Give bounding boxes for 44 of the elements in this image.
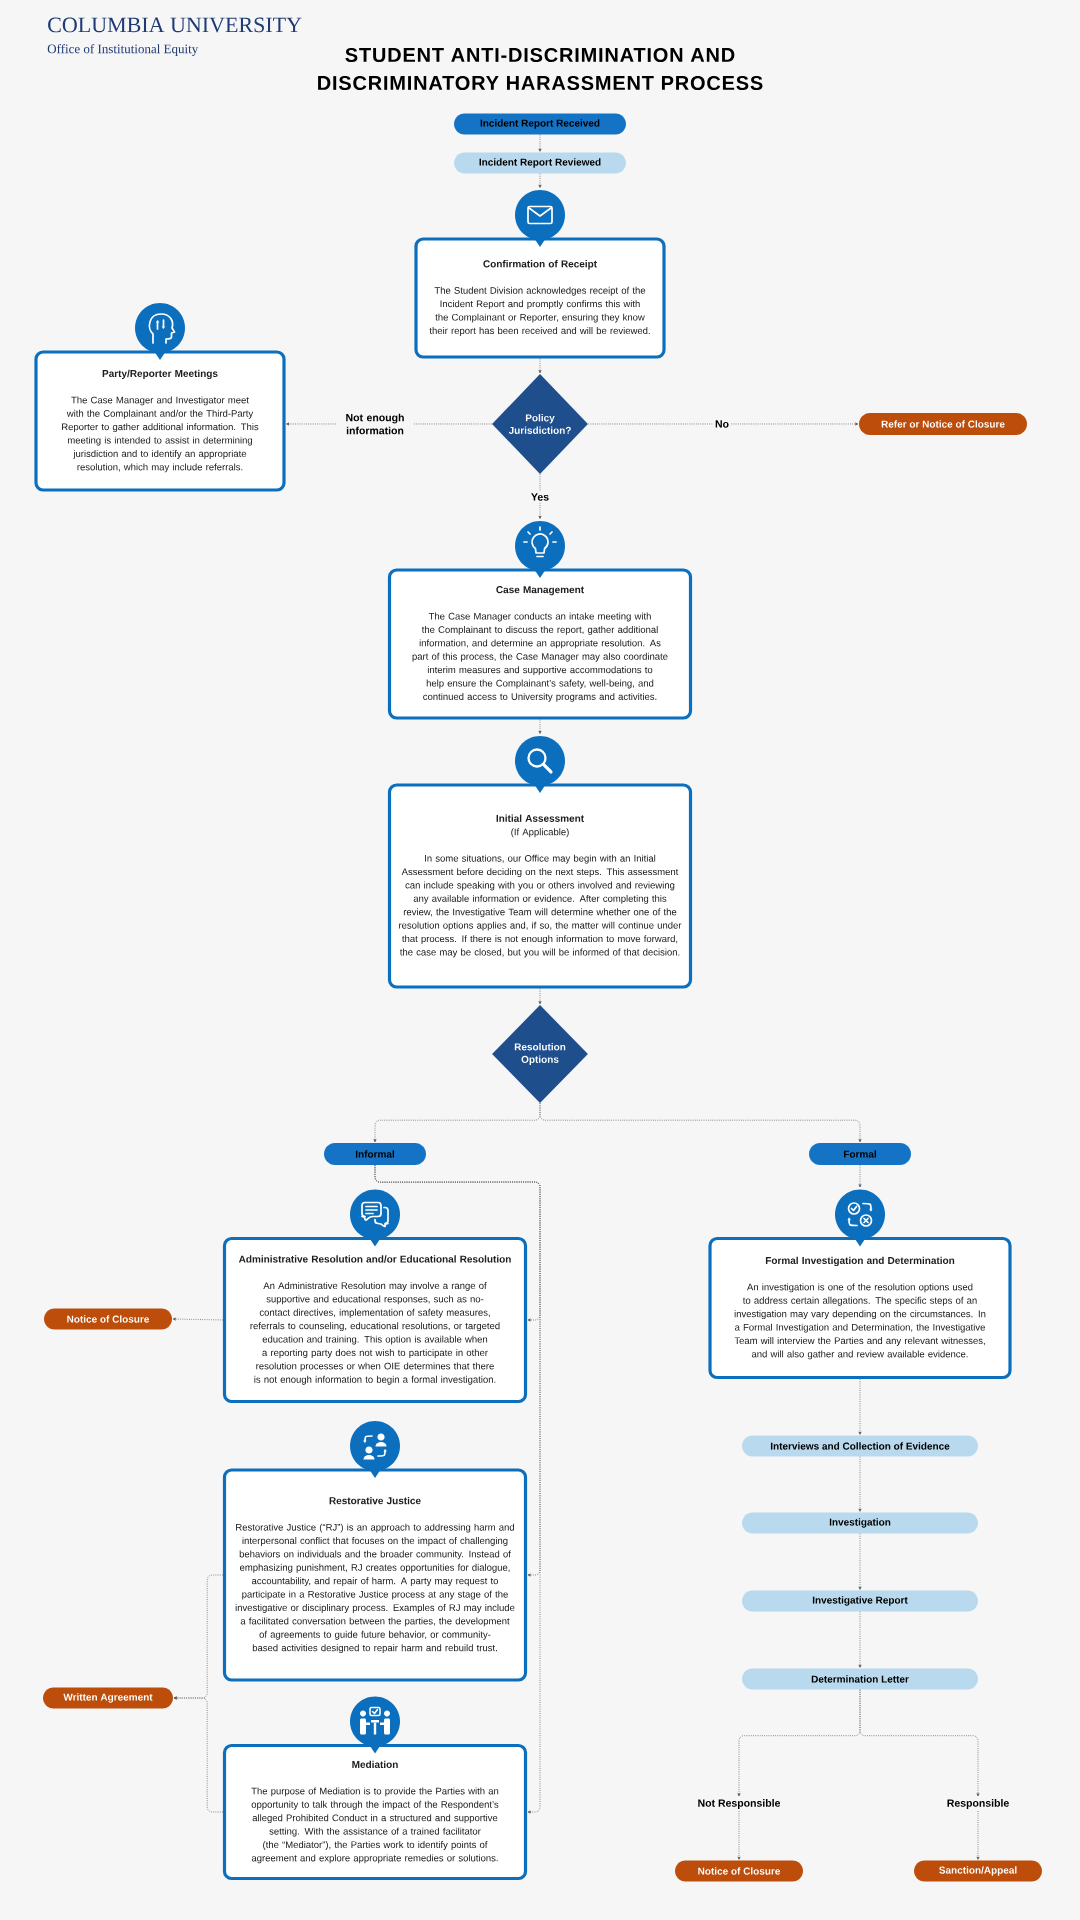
arrow [538, 173, 542, 188]
outcome-label: Not Responsible [698, 1799, 781, 1809]
arrow [587, 422, 859, 426]
arrow [858, 1456, 862, 1512]
process-box: Restorative Justice Restorative Justice (“RJ”) is an approach to addressing harm and interpersonal conflict that focuses on the impact of challenging behaviors on individuals and the broader community. Instead of emphasizing punishment, RJ creates opportunities for dialogue, accountability, and repair of harm. A party may request to participate in a Restorative Justice process at any stage of the investigative or disciplinary process. Examples of RJ may include a facilitated conversation between the parties, the development of agreements to guide future behavior, or community-based activities designed to repair harm and rebuild trust. [222, 1468, 528, 1682]
arrow [538, 134, 542, 152]
outcome-label: Responsible [947, 1799, 1009, 1809]
step-pill: Investigation [742, 1512, 978, 1534]
arrow [737, 1810, 741, 1860]
arrow [374, 1164, 541, 1814]
step-pill: Determination Letter [742, 1668, 978, 1690]
process-box: Initial Assessment (If Applicable) In some situations, our Office may begin with an Initial Assessment before deciding on the next steps. This assessment can include speaking with you or others involved and reviewing any available information or evidence. After completing this review, the Investigative Team will determine whether one of the resolution options applies and, if so, the matter will continue under that process. If there is not enough information to move forward, the case may be closed, but you will be informed of that decision. [387, 783, 693, 989]
edge-label: Not enough information [337, 411, 413, 437]
arrow [539, 1102, 862, 1143]
process-box: Confirmation of Receipt The Student Division acknowledges receipt of the Incident Report and promptly confirms this with the Complainant or Reporter, ensuring they know their report has been received and will be reviewed. [414, 237, 666, 359]
step-pill: Incident Report Received [454, 113, 626, 135]
arrow [858, 1611, 862, 1668]
organization-name: COLUMBIA UNIVERSITY [48, 17, 302, 33]
edge-label: No [713, 418, 731, 430]
process-box: Formal Investigation and Determination An investigation is one of the resolution options used to address certain allegations. The specific steps of an investigation may vary depending on the circumstances. In a Formal Investigation and Determination, the Investigative Team will interview the Parties and any relevant witnesses, and will also gather and review available evidence. [708, 1236, 1012, 1380]
arrow [858, 1164, 862, 1188]
arrow [976, 1810, 980, 1860]
outcome-pill: Sanction/Appeal [914, 1860, 1042, 1882]
arrow [858, 1533, 862, 1590]
arrow [538, 988, 542, 1005]
arrow [538, 719, 542, 734]
edge-label: Yes [528, 491, 552, 503]
process-box: Party/Reporter Meetings The Case Manager and Investigator meet with the Complainant and/or the Third-Party Reporter to gather additional information. This meeting is intended to assist in determining jurisdiction and to identify an appropriate resolution, which may include referrals. [34, 350, 286, 492]
step-pill: Incident Report Reviewed [454, 152, 626, 174]
process-box: Case Management The Case Manager conducts an intake meeting with the Complainant to discuss the report, gather additional information, and determine an appropriate resolution. As part of this process, the Case Manager may also coordinate interim measures and supportive accommodations to help ensure the Complainant’s safety, well-being, and continued access to University programs and activities. [387, 568, 693, 720]
arrow [172, 1317, 224, 1321]
process-box: Mediation The purpose of Mediation is to provide the Parties with an opportunity to talk through the impact of the Respondent’s alleged Prohibited Conduct in a structured and supportive setting. With the assistance of a trained facilitator (the “Mediator”), the Parties work to identify points of agreement and explore appropriate remedies or solutions. [222, 1743, 528, 1881]
process-box: Administrative Resolution and/or Educational Resolution An Administrative Resolution may involve a range of supportive and educational responses, such as no-contact directives, implementation of safety measures, referrals to counseling, educational resolutions, or targeted education and training. This option is available when a reporting party does not wish to participate in other resolution processes or when OIE determines that there is not enough information to begin a formal investigation. [222, 1236, 528, 1404]
outcome-pill: Notice of Closure [44, 1308, 172, 1330]
outcome-pill: Notice of Closure [675, 1860, 803, 1882]
step-pill: Investigative Report [742, 1590, 978, 1612]
title: STUDENT ANTI-DISCRIMINATION AND DISCRIMINATORY HARASSMENT PROCESS [318, 47, 763, 91]
outcome-pill: Written Agreement [43, 1687, 173, 1709]
department-name: Office of Institutional Equity [47, 44, 199, 56]
arrow [859, 1689, 980, 1797]
step-pill: Interviews and Collection of Evidence [742, 1435, 978, 1457]
arrow [538, 473, 542, 519]
arrow [858, 1378, 862, 1435]
arrow [538, 358, 542, 374]
